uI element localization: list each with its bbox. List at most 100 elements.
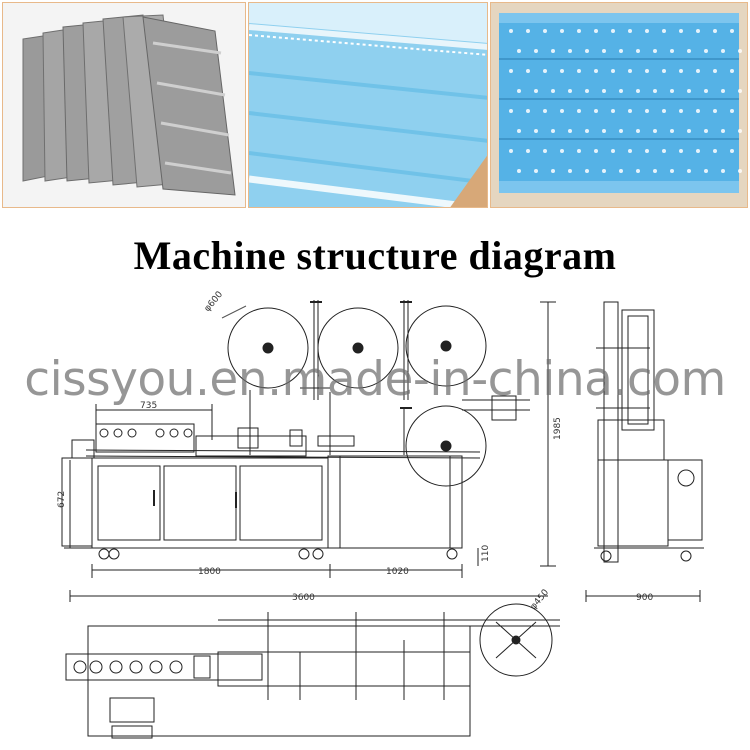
- pattern-dot: [662, 109, 666, 113]
- pattern-dot: [636, 129, 640, 133]
- pattern-dot: [526, 69, 530, 73]
- pattern-dot: [509, 69, 513, 73]
- pattern-dot: [628, 29, 632, 33]
- machine-structure-diagram: φ600 735 672 1985 1800 1020 110 3600 900…: [57, 290, 704, 739]
- pattern-dot: [577, 69, 581, 73]
- gray-masks-stack-icon: [3, 3, 245, 207]
- pattern-dot: [653, 169, 657, 173]
- pattern-dot: [543, 69, 547, 73]
- machine-frame-left: [91, 457, 329, 549]
- pattern-dot: [551, 89, 555, 93]
- pattern-dot: [594, 29, 598, 33]
- gray-masks-photo: [2, 2, 246, 208]
- pattern-dot: [636, 49, 640, 53]
- blue-pattern-mask-photo: [490, 2, 748, 208]
- pattern-dot: [619, 89, 623, 93]
- pattern-dot: [653, 89, 657, 93]
- pattern-dot: [628, 69, 632, 73]
- pattern-dot: [534, 129, 538, 133]
- pattern-dot: [509, 29, 513, 33]
- pattern-dot: [568, 49, 572, 53]
- pattern-dot: [696, 69, 700, 73]
- pattern-dot: [517, 169, 521, 173]
- pattern-dot: [687, 49, 691, 53]
- plan-view-frame: [87, 625, 471, 737]
- pattern-dot: [713, 29, 717, 33]
- pattern-dot: [730, 29, 734, 33]
- dim-roll-diameter: φ600: [203, 290, 226, 314]
- pattern-dot: [594, 149, 598, 153]
- pattern-dot: [696, 149, 700, 153]
- pattern-dot: [577, 29, 581, 33]
- dim-672: 672: [57, 491, 67, 508]
- material-roll-4: [405, 405, 487, 487]
- pattern-dot: [577, 149, 581, 153]
- pattern-dot: [585, 129, 589, 133]
- pattern-dot: [721, 89, 725, 93]
- dim-plan-roll-diameter: φ450: [529, 588, 552, 612]
- pattern-dot: [696, 29, 700, 33]
- pattern-dot: [585, 49, 589, 53]
- pattern-dot: [534, 169, 538, 173]
- machine-frame-right: [327, 455, 463, 549]
- pattern-dot: [619, 129, 623, 133]
- pattern-dot: [517, 89, 521, 93]
- pattern-dot: [721, 129, 725, 133]
- pattern-dot: [704, 49, 708, 53]
- pattern-dot: [670, 89, 674, 93]
- pattern-dot: [713, 69, 717, 73]
- pattern-dot: [526, 29, 530, 33]
- pattern-dot: [568, 129, 572, 133]
- pattern-dot: [704, 129, 708, 133]
- pattern-dot: [594, 69, 598, 73]
- pattern-dot: [713, 109, 717, 113]
- pattern-dot: [534, 49, 538, 53]
- pattern-dot: [645, 149, 649, 153]
- pattern-dot: [602, 49, 606, 53]
- pattern-dot: [679, 109, 683, 113]
- pattern-dot: [704, 169, 708, 173]
- pattern-dot: [679, 149, 683, 153]
- pattern-dot: [611, 149, 615, 153]
- page-title: Machine structure diagram: [133, 233, 617, 278]
- pattern-dot: [645, 29, 649, 33]
- pattern-dot: [602, 169, 606, 173]
- pattern-dot: [560, 109, 564, 113]
- pattern-dot: [568, 89, 572, 93]
- pattern-dot: [602, 129, 606, 133]
- pattern-dot: [721, 169, 725, 173]
- pattern-dot: [670, 169, 674, 173]
- pattern-dot: [636, 89, 640, 93]
- pattern-dot: [687, 129, 691, 133]
- pattern-dot: [653, 49, 657, 53]
- pattern-dot: [645, 109, 649, 113]
- pattern-dot: [738, 89, 742, 93]
- pattern-dot: [738, 129, 742, 133]
- pattern-dot: [611, 109, 615, 113]
- pattern-dot: [594, 109, 598, 113]
- pattern-dot: [687, 169, 691, 173]
- blue-pattern-mask-icon: [491, 3, 747, 207]
- pattern-dot: [670, 49, 674, 53]
- blue-mask-closeup-icon: [249, 3, 487, 207]
- pattern-dot: [653, 129, 657, 133]
- pattern-dot: [509, 149, 513, 153]
- pattern-dot: [517, 129, 521, 133]
- pattern-dot: [585, 89, 589, 93]
- pattern-dot: [628, 109, 632, 113]
- ear-loop-unit: [95, 423, 195, 453]
- pattern-dot: [619, 49, 623, 53]
- pattern-dot: [526, 109, 530, 113]
- pattern-dot: [730, 109, 734, 113]
- dim-110: 110: [481, 545, 491, 562]
- pattern-dot: [662, 69, 666, 73]
- pattern-dot: [585, 169, 589, 173]
- pattern-dot: [704, 89, 708, 93]
- dim-3600: 3600: [292, 593, 315, 603]
- dim-735: 735: [140, 401, 157, 411]
- pattern-dot: [611, 29, 615, 33]
- pattern-dot: [526, 149, 530, 153]
- pattern-dot: [619, 169, 623, 173]
- pattern-dot: [670, 129, 674, 133]
